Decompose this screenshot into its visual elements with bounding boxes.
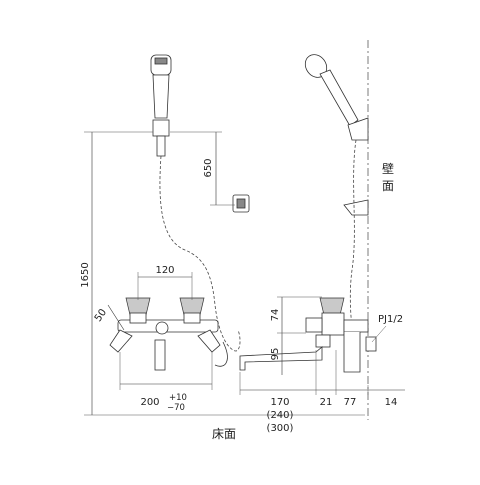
left-valve xyxy=(129,312,147,324)
dim-holder-gap: 650 xyxy=(203,158,214,177)
dim-spout-length-alt2: (300) xyxy=(267,423,294,434)
wall-fitting xyxy=(365,336,377,352)
outlet-pipe-side xyxy=(343,332,361,373)
dim-center-distance: 200 xyxy=(140,397,159,408)
left-handle xyxy=(125,297,151,316)
dim-spout-length: 170 xyxy=(270,397,289,408)
holder-bracket xyxy=(152,119,170,137)
shower-head-nozzle xyxy=(154,57,168,65)
wall-label-char1: 壁 xyxy=(382,161,394,176)
shower-handle xyxy=(152,74,170,119)
dim-tolerance-minus: −70 xyxy=(167,403,185,413)
holder-side xyxy=(347,117,369,141)
shower-head-front xyxy=(150,54,172,119)
faucet-body-front xyxy=(109,297,228,371)
dim-body-height: 74 xyxy=(270,309,281,322)
front-view: 1650 650 120 50 200 +10 −70 xyxy=(80,54,365,416)
spout-front xyxy=(154,339,166,371)
right-valve xyxy=(183,312,201,324)
shower-hose-side xyxy=(349,139,357,356)
wall-label: 壁 面 xyxy=(382,161,398,193)
dim-wall-offset: 77 xyxy=(344,397,357,408)
valve-body-side xyxy=(321,312,345,336)
dim-angle: 50 xyxy=(93,307,109,324)
dim-total-height: 1650 xyxy=(80,262,91,287)
dim-pipe-thread: PJ1/2 xyxy=(378,314,403,325)
front-cap-side xyxy=(305,317,323,333)
spout-base-side xyxy=(315,334,331,348)
dim-line-50 xyxy=(107,304,125,331)
wall-hook-side xyxy=(343,199,369,216)
right-handle xyxy=(179,297,205,316)
hose-outlet-bend xyxy=(214,341,228,367)
wall-hook-front xyxy=(232,194,250,213)
dim-spout-length-alt1: (240) xyxy=(267,410,294,421)
dim-spout-height: 95 xyxy=(270,348,281,361)
shower-head-side xyxy=(304,54,369,141)
dim-body-depth: 21 xyxy=(320,397,333,408)
holder-front xyxy=(152,119,170,157)
dim-wall-thickness: 14 xyxy=(385,397,398,408)
side-view: 74 95 170 (240) (300) 21 77 14 PJ1/2 xyxy=(239,40,405,434)
shower-hose xyxy=(159,155,241,352)
wall-hook-inner xyxy=(236,198,246,209)
spout-side xyxy=(239,346,323,371)
leader-pj xyxy=(371,325,387,343)
holder-stem xyxy=(156,135,166,157)
dim-tolerance-plus: +10 xyxy=(169,393,187,403)
faucet-body-side xyxy=(239,297,377,373)
handle-side xyxy=(319,297,345,316)
wall-label-char2: 面 xyxy=(382,179,394,193)
connector-side xyxy=(343,319,369,333)
left-elbow xyxy=(109,329,133,353)
right-elbow xyxy=(197,329,221,353)
center-knob xyxy=(155,321,169,335)
shower-handle-side xyxy=(319,69,359,127)
dim-handle-spacing: 120 xyxy=(155,265,174,276)
floor-label: 床面 xyxy=(212,427,236,441)
